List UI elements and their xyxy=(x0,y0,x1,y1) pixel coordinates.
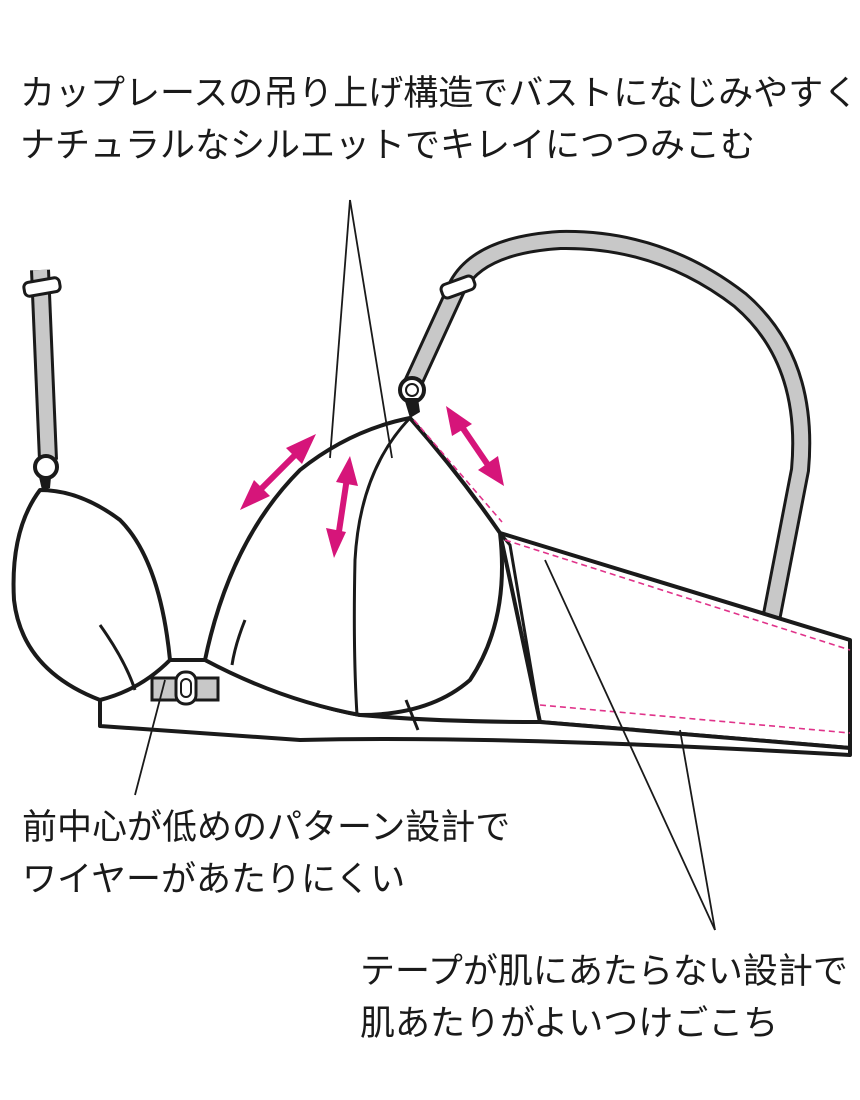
stretch-arrows xyxy=(240,406,504,558)
callout-tape-line1: テープが肌にあたらない設計で xyxy=(360,952,848,992)
back-band xyxy=(498,531,852,750)
callout-center-front-line1: 前中心が低めのパターン設計で xyxy=(22,808,511,848)
left-strap xyxy=(30,269,58,461)
callout-tape-line2: 肌あたりがよいつけごこち xyxy=(360,1004,779,1044)
left-strap-adjuster xyxy=(22,276,62,298)
callout-cup-lace: カップレースの吊り上げ構造でバストになじみやすく ナチュラルなシルエットでキレイ… xyxy=(20,68,858,172)
callout-center-front: 前中心が低めのパターン設計で ワイヤーがあたりにくい xyxy=(22,802,510,906)
stitch-lines xyxy=(413,419,851,734)
leader-lines xyxy=(134,199,716,931)
right-strap-tab xyxy=(404,398,420,418)
cup-seam xyxy=(352,416,412,716)
center-gore-hook xyxy=(150,670,220,706)
callout-tape: テープが肌にあたらない設計で 肌あたりがよいつけごこち xyxy=(360,946,848,1050)
callout-center-front-line2: ワイヤーがあたりにくい xyxy=(22,860,406,900)
right-strap-adjuster xyxy=(439,274,477,300)
left-strap-ring xyxy=(33,454,59,480)
callout-cup-lace-line2: ナチュラルなシルエットでキレイにつつみこむ xyxy=(20,126,756,166)
left-cup xyxy=(11,488,172,702)
right-strap xyxy=(403,229,812,627)
callout-cup-lace-line1: カップレースの吊り上げ構造でバストになじみやすく xyxy=(20,74,859,114)
